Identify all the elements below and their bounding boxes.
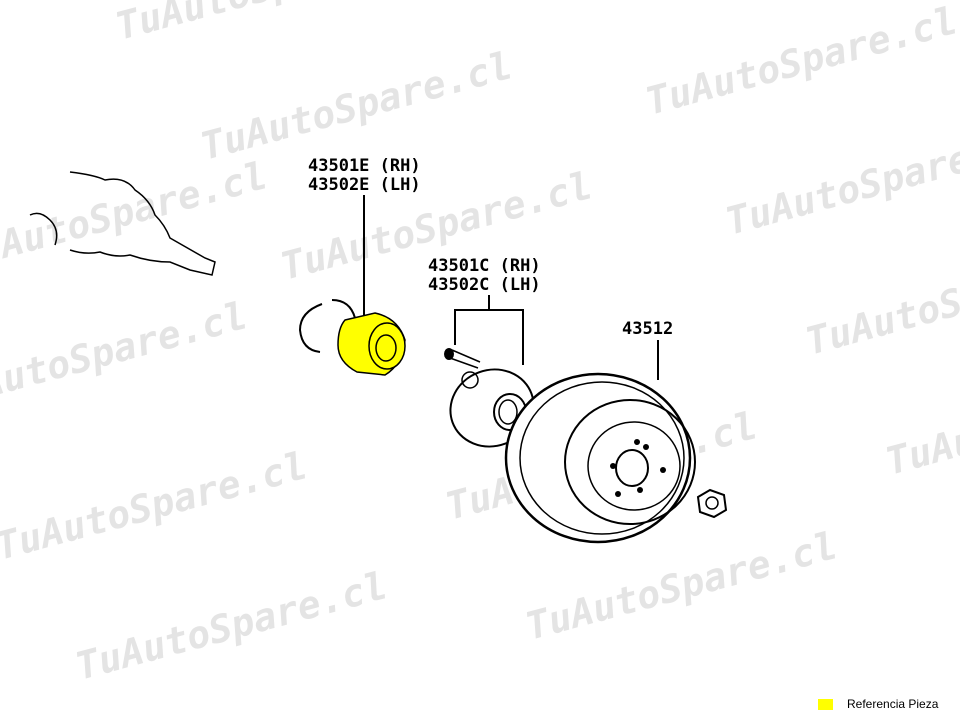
svg-text:TuAutoSpare.cl: TuAutoSpare.cl	[801, 238, 960, 363]
bearing-part-number-rh[interactable]: 43501E (RH)	[308, 156, 421, 176]
legend-label: Referencia Pieza	[847, 697, 939, 711]
svg-text:TuAutoSpare.cl: TuAutoSpare.cl	[196, 43, 517, 168]
hub-leader-line	[454, 295, 524, 365]
brake-disc-icon	[504, 372, 696, 544]
svg-text:TuAutoSpare.cl: TuAutoSpare.cl	[0, 153, 272, 278]
legend-swatch	[818, 698, 833, 710]
snap-ring-icon	[298, 299, 356, 353]
watermarks: TuAutoSpare.cl TuAutoSpare.cl TuAutoSpar…	[0, 0, 960, 689]
hub-part-number-lh[interactable]: 43502C (LH)	[428, 275, 541, 295]
svg-text:TuAutoSpare.cl: TuAutoSpare.cl	[0, 293, 252, 418]
svg-text:TuAutoSpare.cl: TuAutoSpare.cl	[641, 0, 960, 124]
hub-nut-icon	[696, 488, 728, 519]
svg-text:TuAutoSpare.cl: TuAutoSpare.cl	[0, 443, 312, 568]
drive-shaft-icon	[29, 171, 216, 276]
svg-text:TuAutoSpare.cl: TuAutoSpare.cl	[71, 563, 392, 688]
hub-bolt-icon	[444, 348, 481, 369]
bearing-part-number-lh[interactable]: 43502E (LH)	[308, 175, 421, 195]
svg-text:TuAutoSpare.cl: TuAutoSpare.cl	[111, 0, 432, 49]
svg-text:TuAutoSpare.cl: TuAutoSpare.cl	[881, 358, 960, 483]
bearing-highlighted[interactable]	[337, 312, 406, 376]
legend: Referencia Pieza	[818, 697, 938, 711]
svg-text:TuAutoSpare.cl: TuAutoSpare.cl	[521, 523, 842, 648]
hub-part-number-rh[interactable]: 43501C (RH)	[428, 256, 541, 276]
svg-text:TuAutoSpare.cl: TuAutoSpare.cl	[721, 118, 960, 243]
disc-part-number[interactable]: 43512	[622, 319, 673, 339]
